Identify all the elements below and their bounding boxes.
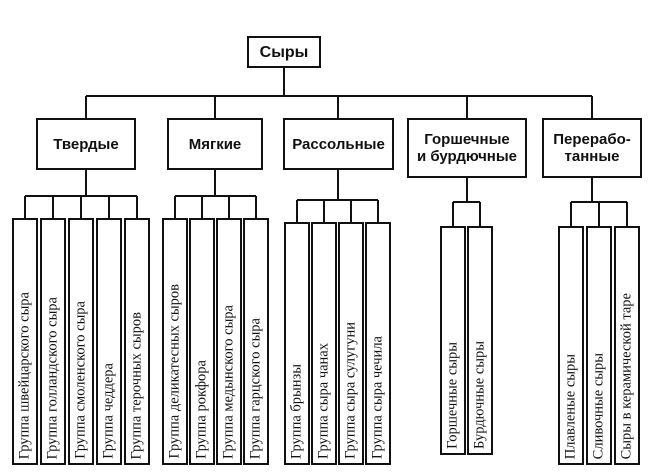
category-box-hard: Твердые xyxy=(36,118,136,170)
category-label-pot-and-skin: Горшечные и бурдючные xyxy=(416,131,518,165)
leaf-label: Группа голландского сыра xyxy=(44,296,61,459)
leaf-label: Группа сыра сулугуни xyxy=(342,322,359,459)
leaf-box: Плавленые сыры xyxy=(558,226,584,465)
leaf-box: Группа гарцского сыра xyxy=(243,218,269,465)
leaf-box: Группа смоленского сыра xyxy=(68,218,94,465)
leaf-box: Группа медынского сыра xyxy=(216,218,242,465)
leaf-label: Горшечные сыры xyxy=(444,342,461,449)
leaf-box: Бурдючные сыры xyxy=(467,226,493,455)
leaf-label: Группа смоленского сыра xyxy=(72,301,89,459)
leaf-box: Группа рокфора xyxy=(189,218,215,465)
leaf-box: Сливочные сыры xyxy=(586,226,612,465)
category-label-hard: Твердые xyxy=(53,135,119,153)
root-label: Сыры xyxy=(259,43,309,61)
category-label-brine: Рассольные xyxy=(292,135,385,153)
leaf-label: Группа брынзы xyxy=(288,364,305,459)
category-box-brine: Рассольные xyxy=(283,118,394,170)
leaf-label: Сливочные сыры xyxy=(590,352,607,459)
leaf-label: Группа гарцского сыра xyxy=(247,317,264,459)
leaf-label: Группа деликатесных сыров xyxy=(166,284,183,459)
leaf-box: Сыры в керамической таре xyxy=(614,226,640,465)
category-box-pot-and-skin: Горшечные и бурдючные xyxy=(407,118,527,178)
leaf-label: Группа сыра чечила xyxy=(369,336,386,459)
category-box-soft: Мягкие xyxy=(167,118,263,170)
category-label-processed: Перерабо- танные xyxy=(553,131,631,165)
leaf-box: Группа чеддера xyxy=(96,218,122,465)
leaf-label: Группа сыра чанах xyxy=(315,342,332,459)
leaf-label: Группа рокфора xyxy=(193,360,210,459)
leaf-label: Группа терочных сыров xyxy=(128,311,145,459)
leaf-box: Группа брынзы xyxy=(284,222,310,465)
leaf-label: Сыры в керамической таре xyxy=(618,292,635,459)
leaf-box: Группа сыра сулугуни xyxy=(338,222,364,465)
leaf-box: Группа терочных сыров xyxy=(124,218,150,465)
root-box-cheeses: Сыры xyxy=(247,36,321,68)
leaf-box: Группа сыра чанах xyxy=(311,222,337,465)
category-box-processed: Перерабо- танные xyxy=(542,118,642,178)
leaf-label: Бурдючные сыры xyxy=(471,341,488,449)
leaf-box: Горшечные сыры xyxy=(440,226,466,455)
leaf-label: Плавленые сыры xyxy=(562,353,579,459)
category-label-soft: Мягкие xyxy=(188,135,242,153)
leaf-label: Группа чеддера xyxy=(100,363,117,459)
leaf-box: Группа швейцарского сыра xyxy=(12,218,38,465)
leaf-box: Группа голландского сыра xyxy=(40,218,66,465)
leaf-label: Группа швейцарского сыра xyxy=(16,291,33,459)
leaf-box: Группа сыра чечила xyxy=(365,222,391,465)
leaf-label: Группа медынского сыра xyxy=(220,305,237,459)
leaf-box: Группа деликатесных сыров xyxy=(162,218,188,465)
